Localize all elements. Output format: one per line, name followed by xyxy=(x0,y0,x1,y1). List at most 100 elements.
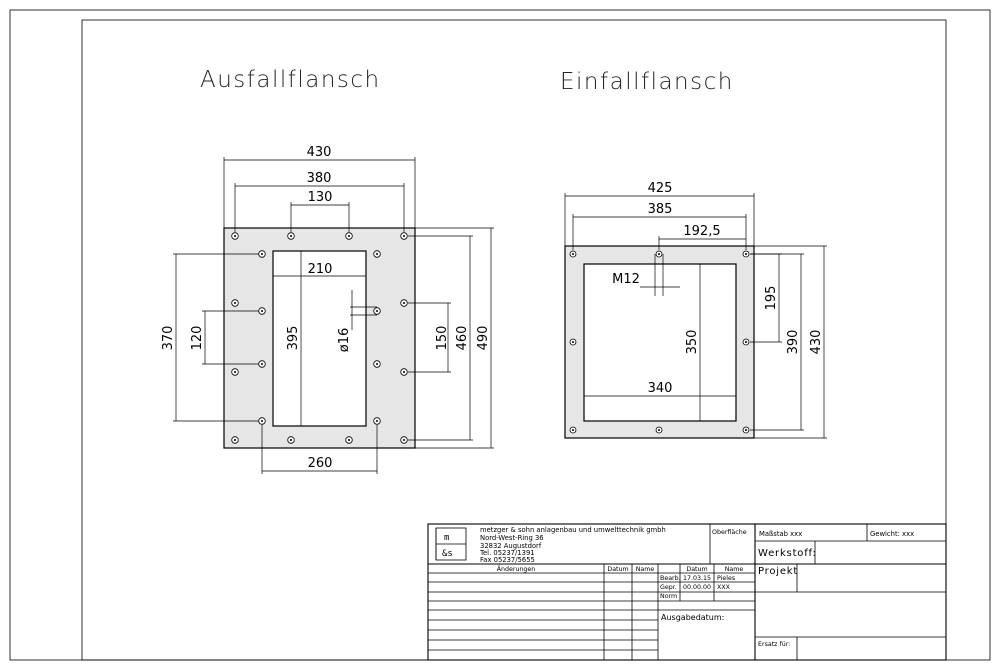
logo-text-top: m xyxy=(444,533,449,543)
bolt-hole xyxy=(258,360,266,368)
bolt-hole xyxy=(258,250,266,258)
dim-385: 385 xyxy=(572,202,747,250)
einfall-flange-window xyxy=(583,263,737,422)
title-einfallflansch: Einfallflansch xyxy=(560,69,734,95)
approval-row-date: 17.03.15 xyxy=(683,575,711,582)
ausfall-flange-window xyxy=(272,250,367,427)
dim-label: ø16 xyxy=(337,328,352,353)
title-block: m &s metzger & sohn anlagenbau und umwel… xyxy=(427,523,947,661)
dim-label: M12 xyxy=(612,272,640,287)
bolt-hole xyxy=(231,368,239,376)
company-logo: m &s xyxy=(435,527,467,561)
dim-490: 490 xyxy=(415,227,494,449)
dim-label: 130 xyxy=(308,190,333,205)
aenderungen-header: Änderungen xyxy=(497,564,536,573)
bolt-hole xyxy=(345,436,353,444)
dim-350: 350 xyxy=(685,264,701,421)
werkstoff-label: Werkstoff: xyxy=(758,548,817,559)
dim-label: 370 xyxy=(161,326,176,351)
approval-table: Datum Name Bearb. 17.03.15 Pieles Gepr. … xyxy=(660,566,743,600)
bolt-hole xyxy=(569,338,577,346)
dim-label: 195 xyxy=(764,286,779,311)
dim-380: 380 xyxy=(234,171,405,232)
dim-label: 430 xyxy=(307,145,332,160)
bolt-hole xyxy=(569,250,577,258)
dim-150: 150 xyxy=(408,302,451,373)
dim-430: 430 xyxy=(223,145,416,228)
bolt-hole xyxy=(258,307,266,315)
dim-label: 395 xyxy=(286,326,301,351)
bolt-hole xyxy=(655,426,663,434)
approval-row-date: 00.00.00 xyxy=(683,584,711,591)
bolt-hole xyxy=(400,299,408,307)
aenderungen-datum-header: Datum xyxy=(607,566,628,573)
massstab-label: Maßstab xxx xyxy=(759,530,802,538)
company-city: 32832 Augustdorf xyxy=(480,542,542,550)
company-name: metzger & sohn anlagenbau und umwelttech… xyxy=(480,526,666,534)
approval-row-name: Pieles xyxy=(717,575,735,582)
approval-row-name: XXX xyxy=(717,584,731,591)
approval-row-label: Gepr. xyxy=(660,584,677,591)
bolt-hole xyxy=(373,250,381,258)
dim-label: 210 xyxy=(308,262,333,277)
oberflaeche-label: Oberfläche xyxy=(712,529,747,536)
dim-395: 395 xyxy=(286,251,302,426)
dim-label: 150 xyxy=(435,326,450,351)
dim-hole-diameter: ø16 xyxy=(337,290,377,352)
ausfallflansch-view: 430 380 130 210 395 xyxy=(161,145,494,474)
dim-label: 340 xyxy=(648,381,673,396)
bolt-hole xyxy=(742,338,750,346)
dim-label: 460 xyxy=(455,326,470,351)
aenderungen-table: Änderungen Datum Name xyxy=(428,564,755,660)
aenderungen-name-header: Name xyxy=(636,566,655,573)
dim-210: 210 xyxy=(273,262,366,277)
dim-192-5: 192,5 xyxy=(658,224,746,250)
gewicht-label: Gewicht: xxx xyxy=(870,530,914,538)
ausgabedatum-label: Ausgabedatum: xyxy=(661,613,724,622)
bolt-hole xyxy=(345,232,353,240)
dim-195: 195 xyxy=(750,253,782,343)
dim-label: 385 xyxy=(648,202,673,217)
einfallflansch-view: 425 385 192,5 M12 340 350 xyxy=(564,181,827,439)
bolt-hole xyxy=(373,417,381,425)
dim-430-height: 430 xyxy=(754,245,827,439)
bolt-hole xyxy=(231,436,239,444)
dim-label: 425 xyxy=(648,181,673,196)
dim-label: 192,5 xyxy=(683,224,720,239)
approval-row-label: Norm xyxy=(660,593,677,600)
dim-label: 350 xyxy=(685,330,700,355)
bolt-hole xyxy=(231,299,239,307)
approval-datum-header: Datum xyxy=(686,566,707,573)
bolt-hole xyxy=(373,307,381,315)
bolt-hole xyxy=(655,250,663,258)
bolt-hole xyxy=(258,417,266,425)
dim-425: 425 xyxy=(564,181,755,246)
bolt-hole xyxy=(742,250,750,258)
bolt-hole xyxy=(231,232,239,240)
dim-130: 130 xyxy=(290,190,350,232)
dim-370: 370 xyxy=(161,253,259,422)
ausfall-bolt-holes xyxy=(231,232,408,444)
bolt-hole xyxy=(400,368,408,376)
dim-460: 460 xyxy=(408,235,473,441)
approval-name-header: Name xyxy=(725,566,744,573)
dim-340: 340 xyxy=(584,381,736,397)
title-ausfallflansch: Ausfallflansch xyxy=(200,67,381,93)
bolt-hole xyxy=(287,436,295,444)
dim-label: 380 xyxy=(307,171,332,186)
bolt-hole xyxy=(742,426,750,434)
dim-label: 260 xyxy=(308,456,333,471)
dim-390: 390 xyxy=(750,253,804,431)
approval-row-label: Bearb. xyxy=(660,575,681,582)
bolt-hole xyxy=(287,232,295,240)
dim-label: 490 xyxy=(476,326,491,351)
bolt-hole xyxy=(400,436,408,444)
einfall-bolt-holes xyxy=(569,250,750,434)
dim-thread-m12: M12 xyxy=(612,254,680,296)
bolt-hole xyxy=(373,360,381,368)
projekt-label: Projekt xyxy=(758,566,798,577)
bolt-hole xyxy=(400,232,408,240)
company-street: Nord-West-Ring 36 xyxy=(480,534,544,542)
dim-260: 260 xyxy=(261,425,378,474)
logo-text-bottom: &s xyxy=(442,549,453,559)
